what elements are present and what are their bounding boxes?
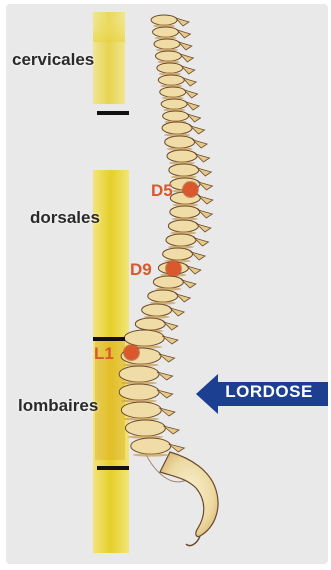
vertebra-body <box>124 330 164 346</box>
d5-label: D5 <box>151 181 173 201</box>
vertebra-body <box>121 402 161 418</box>
vertebra-body <box>169 164 199 176</box>
vertebra-body <box>166 234 196 246</box>
vertebra-body <box>161 99 187 109</box>
lumbar-sacral-divider <box>97 466 129 470</box>
vertebra-body <box>153 27 179 37</box>
vertebra-body <box>154 39 180 49</box>
vertebra-body <box>158 75 184 85</box>
vertebra-body <box>165 136 195 148</box>
cervical-dorsal-divider <box>97 111 129 115</box>
vertebra-body <box>135 318 165 330</box>
l1-label: L1 <box>94 344 114 364</box>
vertebra-body <box>163 111 189 121</box>
dorsal-label: dorsales <box>30 208 100 228</box>
d9-marker-dot <box>166 261 181 276</box>
vertebra-body <box>157 63 183 73</box>
d5-marker-dot <box>183 182 198 197</box>
vertebra-body <box>151 15 177 25</box>
lumbar-label: lombaires <box>18 396 98 416</box>
vertebra-body <box>163 248 193 260</box>
vertebra-body <box>125 420 165 436</box>
vertebra-body <box>148 290 178 302</box>
vertebra-body <box>142 304 172 316</box>
d9-label: D9 <box>130 260 152 280</box>
vertebra-body <box>168 220 198 232</box>
vertebra-body <box>119 366 159 382</box>
vertebra-body <box>131 438 171 454</box>
l1-marker-dot <box>124 345 139 360</box>
cervical-label: cervicales <box>12 50 94 70</box>
vertebra-body <box>155 51 181 61</box>
vertebra-body <box>170 206 200 218</box>
vertebra-body <box>153 276 183 288</box>
vertebra-body <box>160 87 186 97</box>
dorsal-lumbar-divider <box>93 337 125 341</box>
vertebra-body <box>119 384 159 400</box>
dorsal-bar <box>93 170 129 338</box>
vertebra-body <box>167 150 197 162</box>
lordose-label: LORDOSE <box>210 382 328 402</box>
vertebra-body <box>162 122 192 134</box>
intervertebral-disc <box>133 453 169 456</box>
